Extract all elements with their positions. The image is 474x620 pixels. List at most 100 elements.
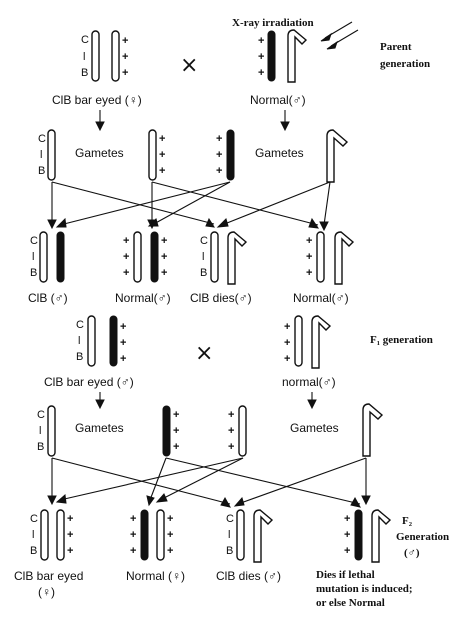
gamete-y: [326, 129, 349, 183]
dies-note-line-1: Dies if lethal: [316, 569, 375, 581]
svg-text:+: +: [161, 267, 167, 279]
plus-mark: +: [122, 67, 128, 79]
cross-symbol: ×: [180, 53, 198, 78]
dies-note-line-2: mutation is induced;: [316, 583, 413, 595]
normal-female-label: Normal (♀): [126, 569, 185, 583]
svg-text:+: +: [167, 529, 173, 541]
clb-dies-male-label: ClB dies (♂): [216, 569, 281, 583]
f1-clb-chromosomes: C l B + + +: [76, 315, 126, 367]
f2-clb-dies-male: C l B: [226, 509, 274, 563]
svg-text:+: +: [344, 545, 350, 557]
plus-mark: +: [258, 67, 264, 79]
svg-text:+: +: [344, 513, 350, 525]
svg-text:+: +: [228, 409, 234, 421]
svg-text:l: l: [228, 529, 230, 541]
f2-dies-if-lethal-male: + + +: [344, 509, 392, 563]
svg-text:l: l: [202, 251, 204, 263]
svg-text:+: +: [123, 267, 129, 279]
svg-text:B: B: [37, 441, 44, 453]
clb-bar-eyed-male-label: ClB bar eyed (♂): [44, 375, 134, 389]
gametes-label: Gametes: [255, 146, 304, 160]
clb-female-label: ClB bar eyed (♀): [52, 93, 142, 107]
svg-text:+: +: [67, 513, 73, 525]
plus-mark: +: [258, 51, 264, 63]
svg-text:+: +: [216, 165, 222, 177]
offspring-clb-male: C l B: [30, 231, 65, 283]
plus-mark: +: [258, 35, 264, 47]
svg-text:+: +: [173, 425, 179, 437]
f1-gamete-y: [362, 403, 384, 457]
f2-generation-label: Generation: [396, 531, 449, 543]
svg-text:+: +: [173, 409, 179, 421]
svg-text:C: C: [76, 319, 84, 331]
f2-generation-sex: (♂): [404, 547, 420, 559]
svg-text:+: +: [306, 235, 312, 247]
gene-l: l: [83, 51, 85, 63]
gametes-label: Gametes: [290, 421, 339, 435]
svg-text:+: +: [284, 353, 290, 365]
chromosome-y: [287, 29, 308, 83]
svg-text:B: B: [38, 165, 45, 177]
svg-text:B: B: [76, 351, 83, 363]
svg-text:+: +: [228, 425, 234, 437]
svg-text:C: C: [226, 513, 234, 525]
svg-text:B: B: [30, 267, 37, 279]
row3-label: Normal(♂): [293, 291, 349, 305]
chromosome-x-dark: [267, 30, 276, 82]
svg-text:B: B: [226, 545, 233, 557]
svg-text:+: +: [120, 337, 126, 349]
parent-female-chromosomes: C l B + + +: [81, 30, 128, 82]
svg-text:+: +: [167, 513, 173, 525]
svg-text:+: +: [216, 133, 222, 145]
chromosome-clb: [91, 30, 100, 82]
generation-label: generation: [380, 58, 430, 70]
cross-arrows-1: [47, 181, 331, 232]
svg-text:l: l: [32, 251, 34, 263]
svg-text:+: +: [344, 529, 350, 541]
svg-text:+: +: [284, 321, 290, 333]
parent-label: Parent: [380, 41, 412, 53]
f1-normal-male-chromosomes: + + +: [284, 315, 332, 369]
gamete-normal-x: + + +: [148, 129, 165, 181]
svg-text:+: +: [284, 337, 290, 349]
svg-text:+: +: [67, 545, 73, 557]
svg-text:+: +: [123, 235, 129, 247]
female-sex-label: (♀): [38, 585, 55, 599]
row3-label: ClB dies(♂): [190, 291, 252, 305]
svg-text:+: +: [120, 353, 126, 365]
svg-text:+: +: [159, 133, 165, 145]
plus-mark: +: [122, 35, 128, 47]
svg-text:+: +: [159, 149, 165, 161]
gamete-irradiated-x: + + +: [216, 129, 235, 181]
gametes-label: Gametes: [75, 146, 124, 160]
plus-mark: +: [122, 51, 128, 63]
cross-arrows-2: [47, 457, 371, 508]
svg-text:l: l: [40, 149, 42, 161]
offspring-normal-male-2: + + +: [306, 231, 355, 285]
gametes-label: Gametes: [75, 421, 124, 435]
row3-label: ClB (♂): [28, 291, 68, 305]
chromosome-normal: [111, 30, 120, 82]
f2-normal-female: + + + + + +: [130, 509, 173, 561]
svg-text:l: l: [39, 425, 41, 437]
offspring-clb-dies-male: C l B: [200, 231, 248, 285]
svg-text:C: C: [37, 409, 45, 421]
svg-text:C: C: [30, 513, 38, 525]
svg-text:+: +: [130, 545, 136, 557]
svg-text:+: +: [216, 149, 222, 161]
xray-arrows-icon: [320, 21, 359, 50]
svg-text:B: B: [30, 545, 37, 557]
dies-note-line-3: or else Normal: [316, 597, 385, 609]
svg-text:+: +: [173, 441, 179, 453]
svg-text:+: +: [130, 529, 136, 541]
svg-text:+: +: [161, 251, 167, 263]
row3-label: Normal(♂): [115, 291, 171, 305]
xray-label: X-ray irradiation: [232, 17, 314, 29]
svg-text:+: +: [67, 529, 73, 541]
svg-text:+: +: [123, 251, 129, 263]
svg-text:+: +: [306, 267, 312, 279]
f1-gamete-clb: C l B: [37, 405, 56, 457]
svg-text:C: C: [38, 133, 46, 145]
f2-clb-bar-eyed-female: C l B + + +: [30, 509, 73, 561]
